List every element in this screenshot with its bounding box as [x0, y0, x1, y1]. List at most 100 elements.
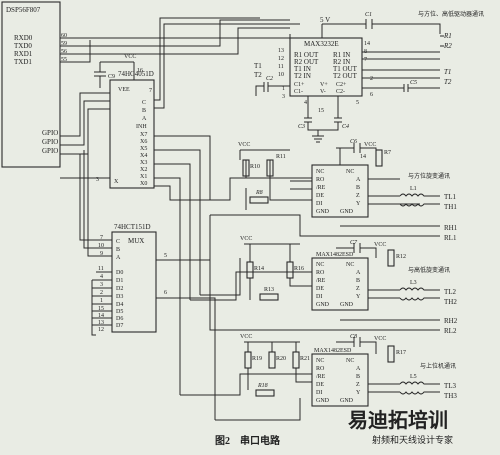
mux151-num-4: 4 [100, 274, 103, 280]
mux151-pin-d1: D1 [116, 278, 123, 284]
max3232-t2in: T2 IN [294, 72, 311, 80]
max3232-vp: V+ [320, 82, 328, 88]
max3232-vn: V- [320, 89, 326, 95]
resistor-r19 [244, 351, 252, 369]
mux151-pin-c: C [116, 239, 120, 245]
b2-pin-nc: NC [316, 262, 324, 268]
inductor-l5 [399, 381, 440, 395]
net-rh2: RH2 [444, 317, 458, 325]
b2-pin-de: DE [316, 286, 324, 292]
resistor-r7 [375, 149, 383, 167]
max3232-r2out: R2 OUT [294, 58, 319, 66]
max3232-c2n: C2- [336, 89, 345, 95]
c2-label: C2 [266, 76, 273, 82]
b1-pin-di: DI [316, 201, 322, 207]
mux4051-pin-b: B [142, 108, 146, 114]
r18-label: R18 [257, 383, 268, 389]
r20-label: R20 [276, 356, 286, 362]
max3232-c2p: C2+ [336, 82, 347, 88]
mux151-num-9: 9 [100, 251, 103, 257]
b3-vcc: VCC [374, 336, 386, 342]
pin-gpio-3: GPIO [42, 147, 58, 155]
inductor-l1 [399, 193, 440, 207]
b3-line-wires [368, 383, 400, 393]
pin-gpio-2: GPIO [42, 138, 58, 146]
mux4051-pin-a: A [142, 116, 147, 122]
mux4051-pin-inh: INH [136, 124, 147, 130]
b3-pin-di: DI [316, 390, 322, 396]
max3232-t1in: T1 IN [294, 65, 311, 73]
b1-pin-ro: RO [316, 177, 325, 183]
b1-bus-wires [340, 225, 440, 237]
b2-line-wires [368, 289, 400, 299]
mux151-num-10: 10 [98, 243, 104, 249]
max3232-num-5: 5 [356, 100, 359, 106]
pin-rxd1: RXD1 [14, 50, 33, 58]
mux151-num-12: 12 [98, 327, 104, 333]
mux4051-pin-x: X [114, 179, 119, 185]
resistor-r14 [246, 261, 254, 279]
watermark-logo: 易迪拓培训 射频和天线设计专家 [348, 408, 453, 445]
net-rl1: RL1 [444, 234, 457, 242]
mux4051-select-wires [154, 17, 300, 109]
max3232-num-15: 15 [318, 108, 324, 114]
mux151-num-1: 1 [100, 298, 103, 304]
mux151-num-2: 2 [100, 290, 103, 296]
rs485-block-2: MAX1482ESD NC RO /RE DE DI GND GND NC A … [311, 252, 369, 311]
b3-vcc-left: VCC [240, 334, 252, 340]
b3-pin-gnd1: GND [316, 398, 330, 404]
pin-num-60: 60 [61, 33, 67, 39]
b1-cap-label: C6 [350, 139, 357, 145]
mux4051-pin-x0: X0 [140, 181, 147, 187]
max3232-num-4: 4 [304, 100, 307, 106]
b3-pin-nc2: NC [346, 358, 354, 364]
max3232-c1n: C1- [294, 89, 303, 95]
b2-pin-ro: RO [316, 270, 325, 276]
mux151-pin-a: A [116, 255, 121, 261]
l3-label: L3 [410, 280, 417, 286]
max3232-supply-label: 5 V [320, 16, 330, 24]
b1-vcc-left: VCC [238, 142, 250, 148]
resistor-r18 [255, 389, 275, 397]
resistor-r16 [286, 261, 294, 279]
b1-pin-b: B [356, 185, 360, 191]
mux151-num-11: 11 [98, 266, 104, 272]
max3232-t1-net: T1 [254, 62, 262, 70]
b2-pin-re: /RE [316, 278, 326, 284]
r8-label: R8 [255, 190, 263, 196]
b2-pin-z: Z [356, 286, 360, 292]
resistor-r8 [249, 196, 269, 204]
b1-line-wires [290, 178, 420, 205]
net-tl1: TL1 [444, 193, 457, 201]
b1-pin-z: Z [356, 193, 360, 199]
max3232-num-2: 2 [370, 76, 373, 82]
mux4051-vcc-wire [99, 61, 135, 80]
net-t2: T2 [444, 78, 452, 86]
dsp-serial-wires [60, 19, 291, 63]
c3-label: C3 [298, 124, 305, 130]
dsp-name: DSP56F807 [6, 6, 41, 14]
mux151-output-wires [156, 215, 216, 420]
mux4051-pin-x7: X7 [140, 132, 147, 138]
b2-bus-wires [340, 319, 440, 331]
mux151-num-3: 3 [100, 282, 103, 288]
b1-pin-gnd2: GND [340, 209, 354, 215]
b1-note: 与方位旋变通讯 [408, 172, 450, 180]
resistor-r12 [387, 249, 395, 267]
mux4051-pin-x5: X5 [140, 146, 147, 152]
mux151-num-14: 14 [98, 313, 104, 319]
mux151-pin-d4: D4 [116, 302, 123, 308]
resistor-r10 [242, 159, 250, 177]
b3-pin-z: Z [356, 382, 360, 388]
b2-vcc: VCC [374, 242, 386, 248]
capacitor-c5: C5 [362, 80, 440, 92]
resistor-r11 [266, 159, 274, 177]
resistor-r20 [268, 351, 276, 369]
mux151-num-15: 15 [98, 306, 104, 312]
pin-gpio-1: GPIO [42, 129, 58, 137]
b3-chip-name: MAX1482ESD [314, 348, 352, 354]
c4-label: C4 [342, 123, 349, 130]
resistor-r17 [387, 345, 395, 363]
mux151-pin-d0: D0 [116, 270, 123, 276]
pin-rxd0: RXD0 [14, 34, 33, 42]
